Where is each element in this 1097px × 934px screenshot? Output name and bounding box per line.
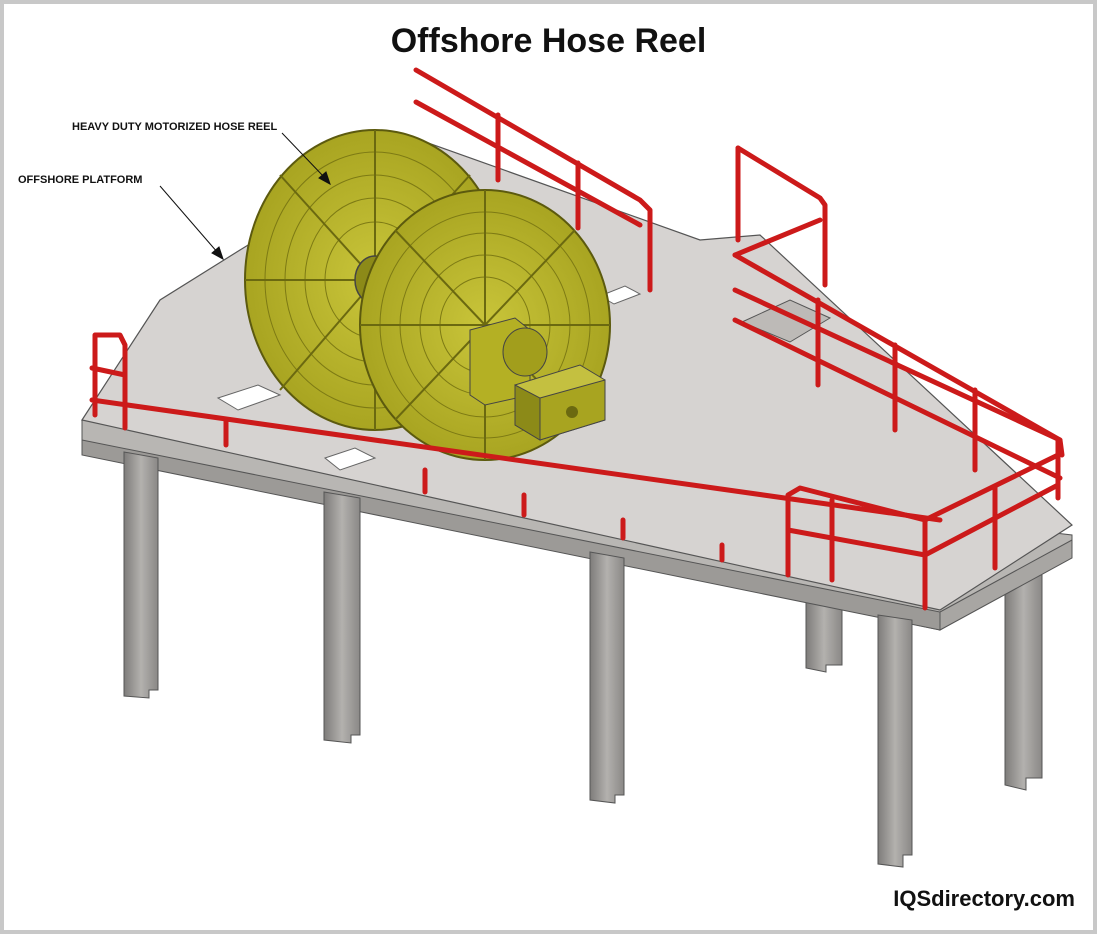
support-legs-front [123,451,913,868]
callout-leaders [159,132,331,261]
reel-2-motor [469,317,606,441]
deck-opening-left [216,384,282,411]
deck-opening-right [323,447,377,471]
callout-platform-label: OFFSHORE PLATFORM [18,174,143,186]
callout-hose-reel-label: HEAVY DUTY MOTORIZED HOSE REEL [72,121,278,133]
diagram-title: Offshore Hose Reel [390,22,707,60]
deck-hatch [598,285,642,305]
brand-watermark: IQSdirectory.com [893,886,1075,911]
safety-railings [89,67,1065,611]
support-legs [805,569,1043,791]
